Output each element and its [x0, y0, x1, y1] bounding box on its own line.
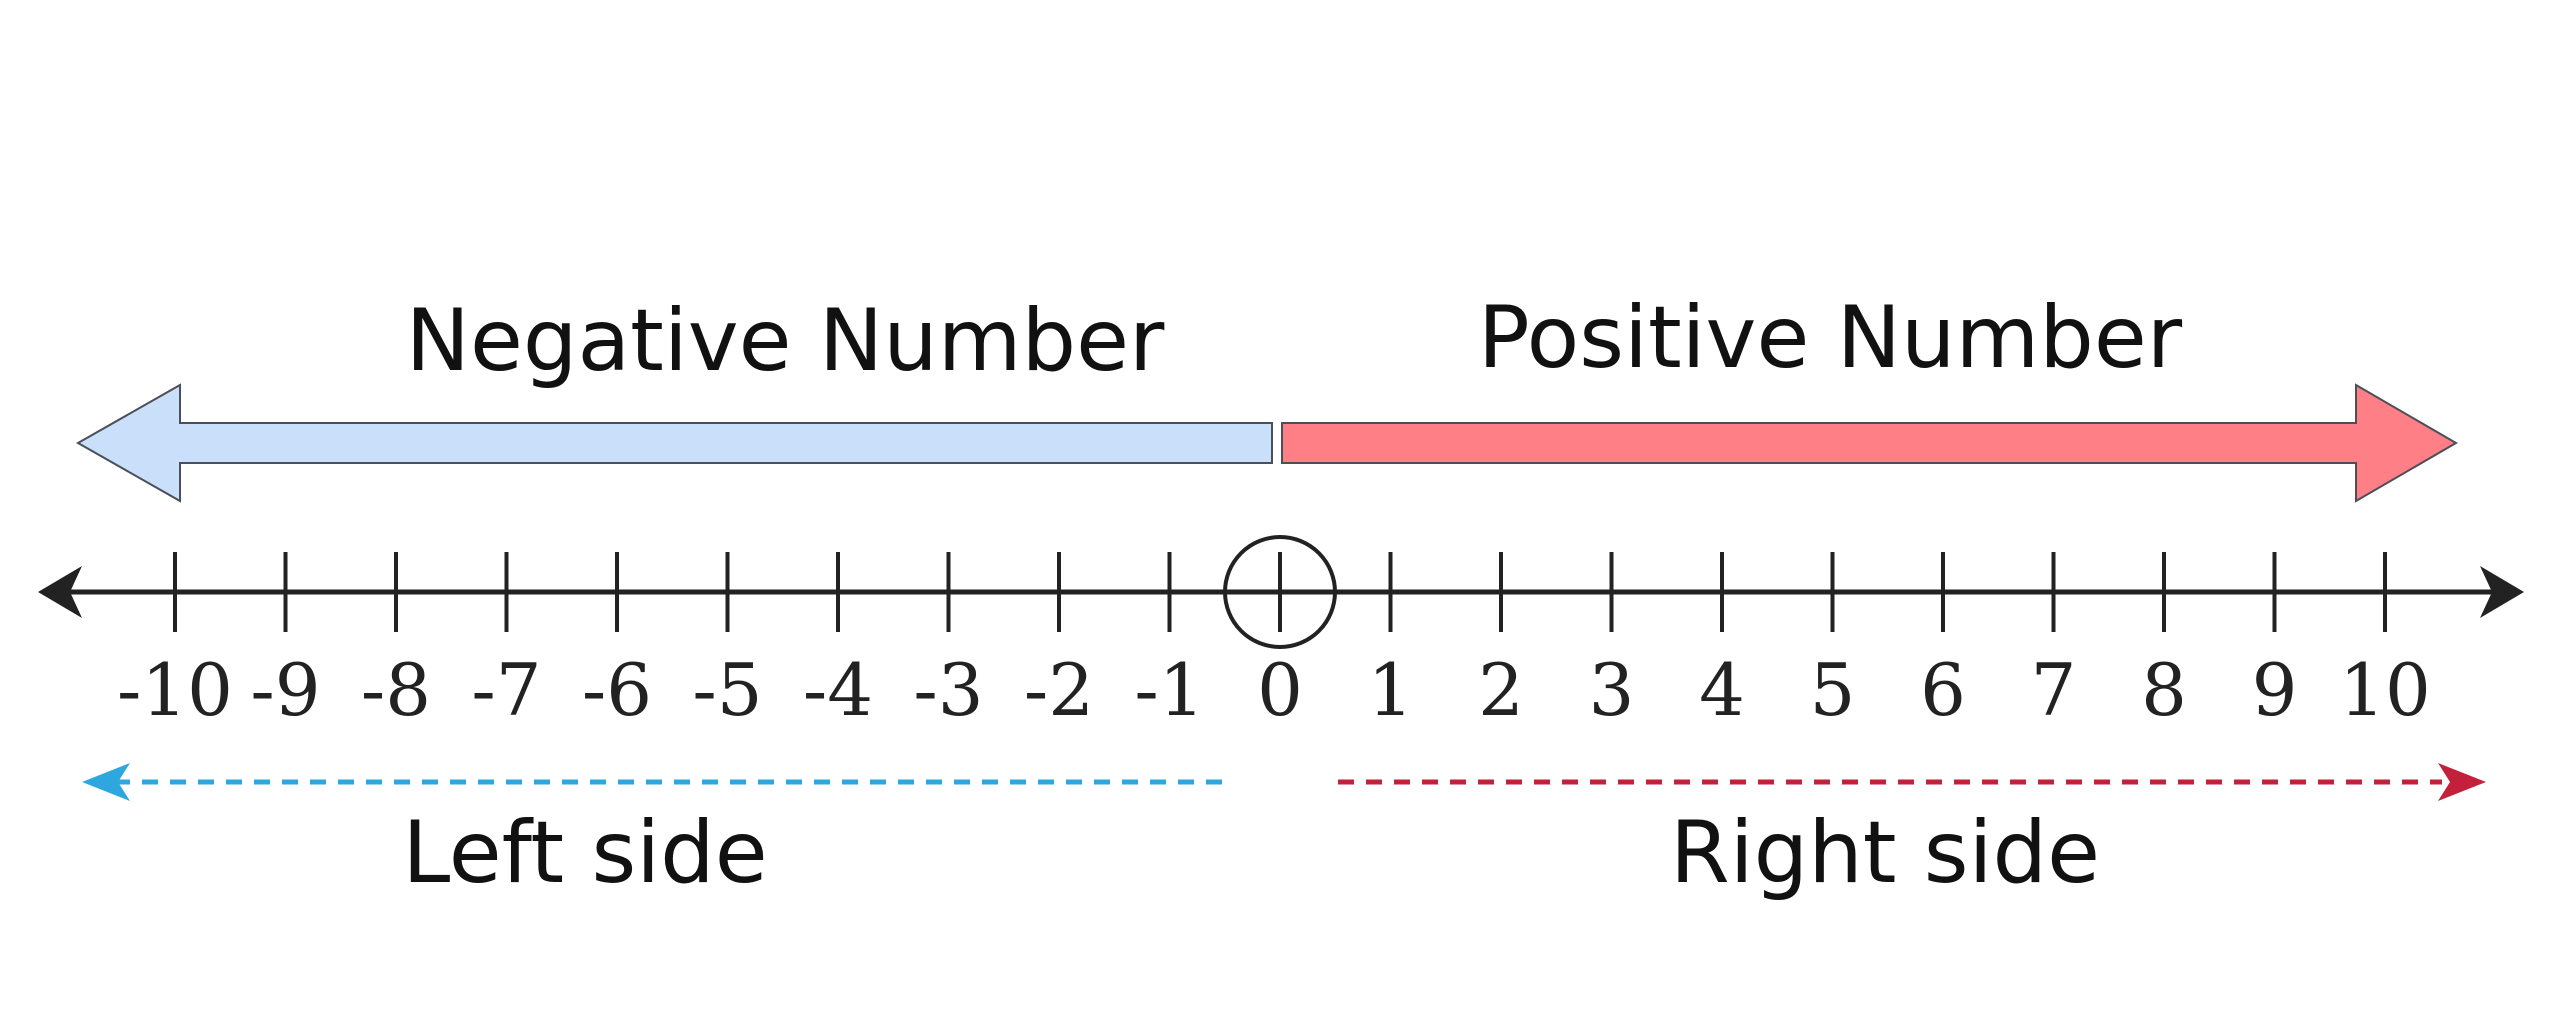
tick-label: -7: [471, 648, 541, 732]
axis-left-arrowhead: [38, 566, 82, 618]
tick-label: -2: [1024, 648, 1094, 732]
tick-label: -6: [582, 648, 652, 732]
tick-label: 6: [1920, 648, 1966, 732]
tick-label: 10: [2339, 648, 2431, 732]
tick-label: -10: [117, 648, 233, 732]
tick-label: -9: [250, 648, 320, 732]
left-side-arrowhead: [82, 763, 130, 801]
tick-label: -4: [803, 648, 873, 732]
right-side-arrowhead: [2438, 763, 2486, 801]
tick-label: 5: [1810, 648, 1856, 732]
tick-label: 3: [1589, 648, 1635, 732]
tick-label: -8: [361, 648, 431, 732]
tick-label: -1: [1134, 648, 1204, 732]
tick-label: 1: [1368, 648, 1414, 732]
negative-number-label: Negative Number: [406, 291, 1165, 391]
tick-label: 4: [1699, 648, 1745, 732]
tick-label: 0: [1257, 648, 1303, 732]
tick-label: 8: [2141, 648, 2187, 732]
axis-right-arrowhead: [2480, 566, 2524, 618]
positive-direction-arrow: [1281, 383, 2458, 503]
left-side-label: Left side: [402, 803, 767, 903]
zero-highlight-circle: [1223, 535, 1337, 649]
tick-label: 2: [1478, 648, 1524, 732]
tick-label: 9: [2252, 648, 2298, 732]
tick-label: 7: [2031, 648, 2077, 732]
tick-label: -5: [692, 648, 762, 732]
negative-direction-arrow: [75, 383, 1273, 503]
tick-label: -3: [913, 648, 983, 732]
tick-marks: [173, 552, 2387, 632]
positive-number-label: Positive Number: [1478, 288, 2183, 388]
right-side-label: Right side: [1670, 803, 2100, 903]
